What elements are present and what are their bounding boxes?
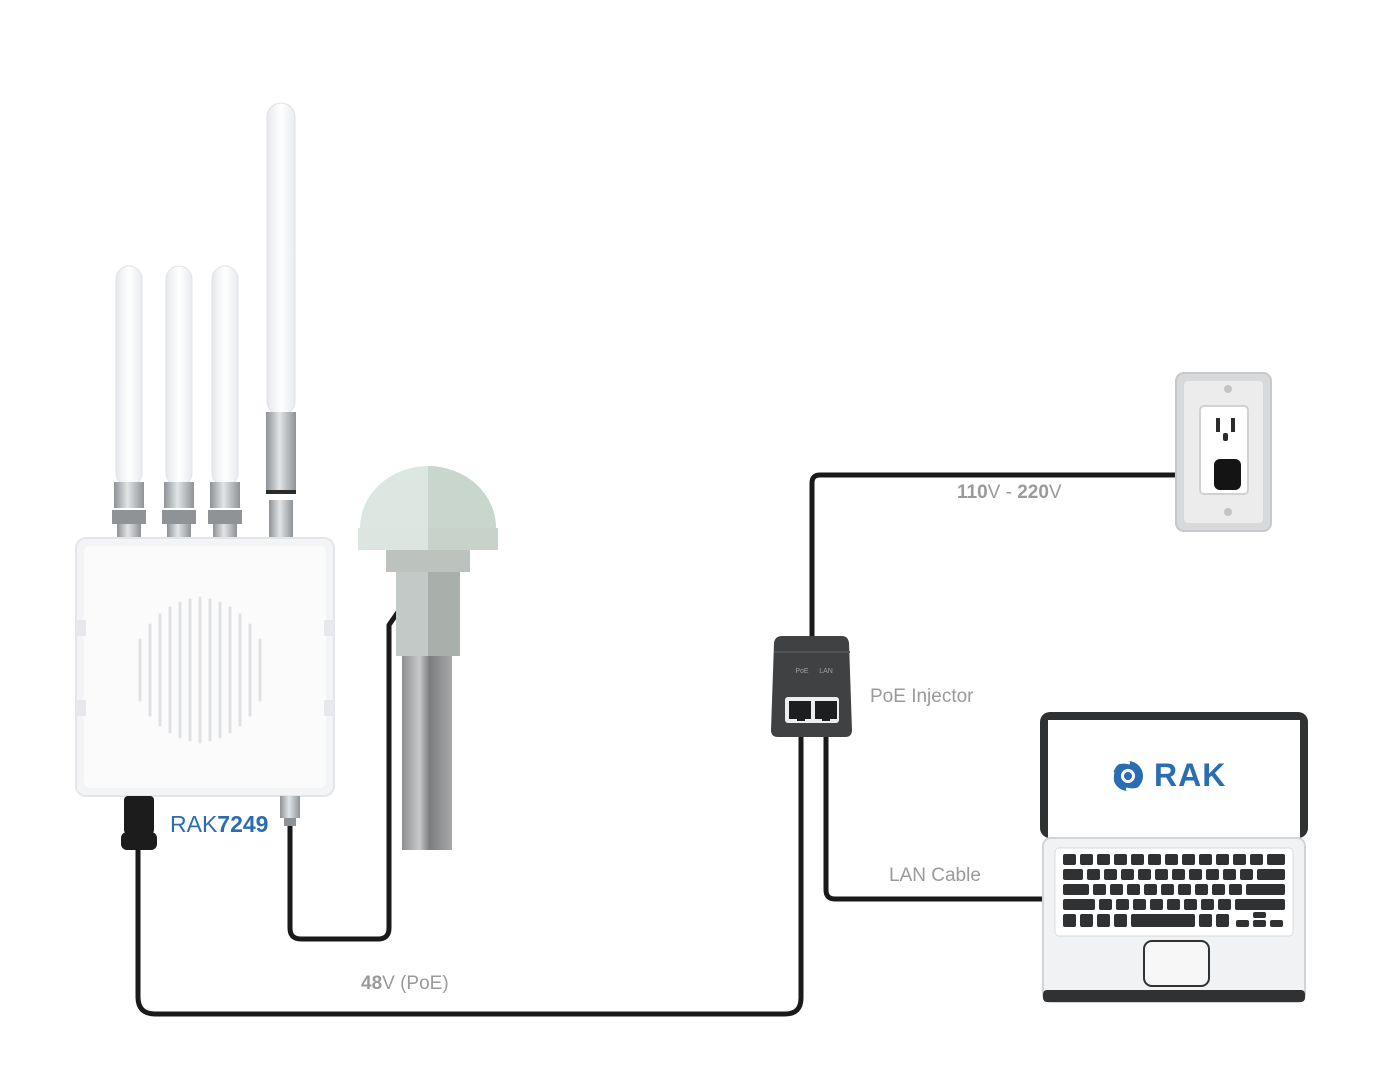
power-plug xyxy=(1214,459,1241,490)
gps-antenna xyxy=(358,466,498,850)
gateway-model-label: RAK7249 xyxy=(170,811,269,837)
injector-port-lan-label: LAN xyxy=(819,668,833,675)
vent-grille xyxy=(138,596,262,744)
gps-cable xyxy=(287,610,401,942)
lte-antenna xyxy=(266,102,296,540)
laptop-touchpad xyxy=(1143,940,1210,987)
lan-cable xyxy=(823,720,1048,902)
injector-poe-port xyxy=(789,701,811,719)
poe-voltage-label: 48V (PoE) xyxy=(361,973,449,994)
outlet-screw-icon xyxy=(1224,385,1232,393)
rak-logo-icon xyxy=(1107,760,1149,796)
power-connector xyxy=(121,796,157,850)
laptop-keyboard xyxy=(1063,854,1285,927)
lan-cable-label: LAN Cable xyxy=(889,865,981,886)
mains-voltage-label: 110V - 220V xyxy=(957,482,1062,503)
antenna xyxy=(112,265,146,540)
injector-lan-port xyxy=(815,701,837,719)
poe-cable xyxy=(135,720,804,1017)
cables xyxy=(135,472,1218,1017)
rak7249-gateway xyxy=(75,537,335,850)
poe-injector-label: PoE Injector xyxy=(870,686,974,707)
laptop-screen xyxy=(1048,720,1300,838)
antenna xyxy=(162,265,196,540)
wall-outlet xyxy=(1175,372,1272,532)
gps-connector xyxy=(280,796,300,826)
poe-injector: PoE LAN xyxy=(771,636,852,737)
mains-cable xyxy=(809,472,1218,640)
injector-port-poe-label: PoE xyxy=(795,668,809,675)
antenna xyxy=(208,265,242,540)
laptop-screen-brand: RAK xyxy=(1154,757,1227,793)
laptop xyxy=(1040,712,1308,1003)
outlet-screw-icon xyxy=(1224,508,1232,516)
gateway-antennas xyxy=(112,102,296,540)
